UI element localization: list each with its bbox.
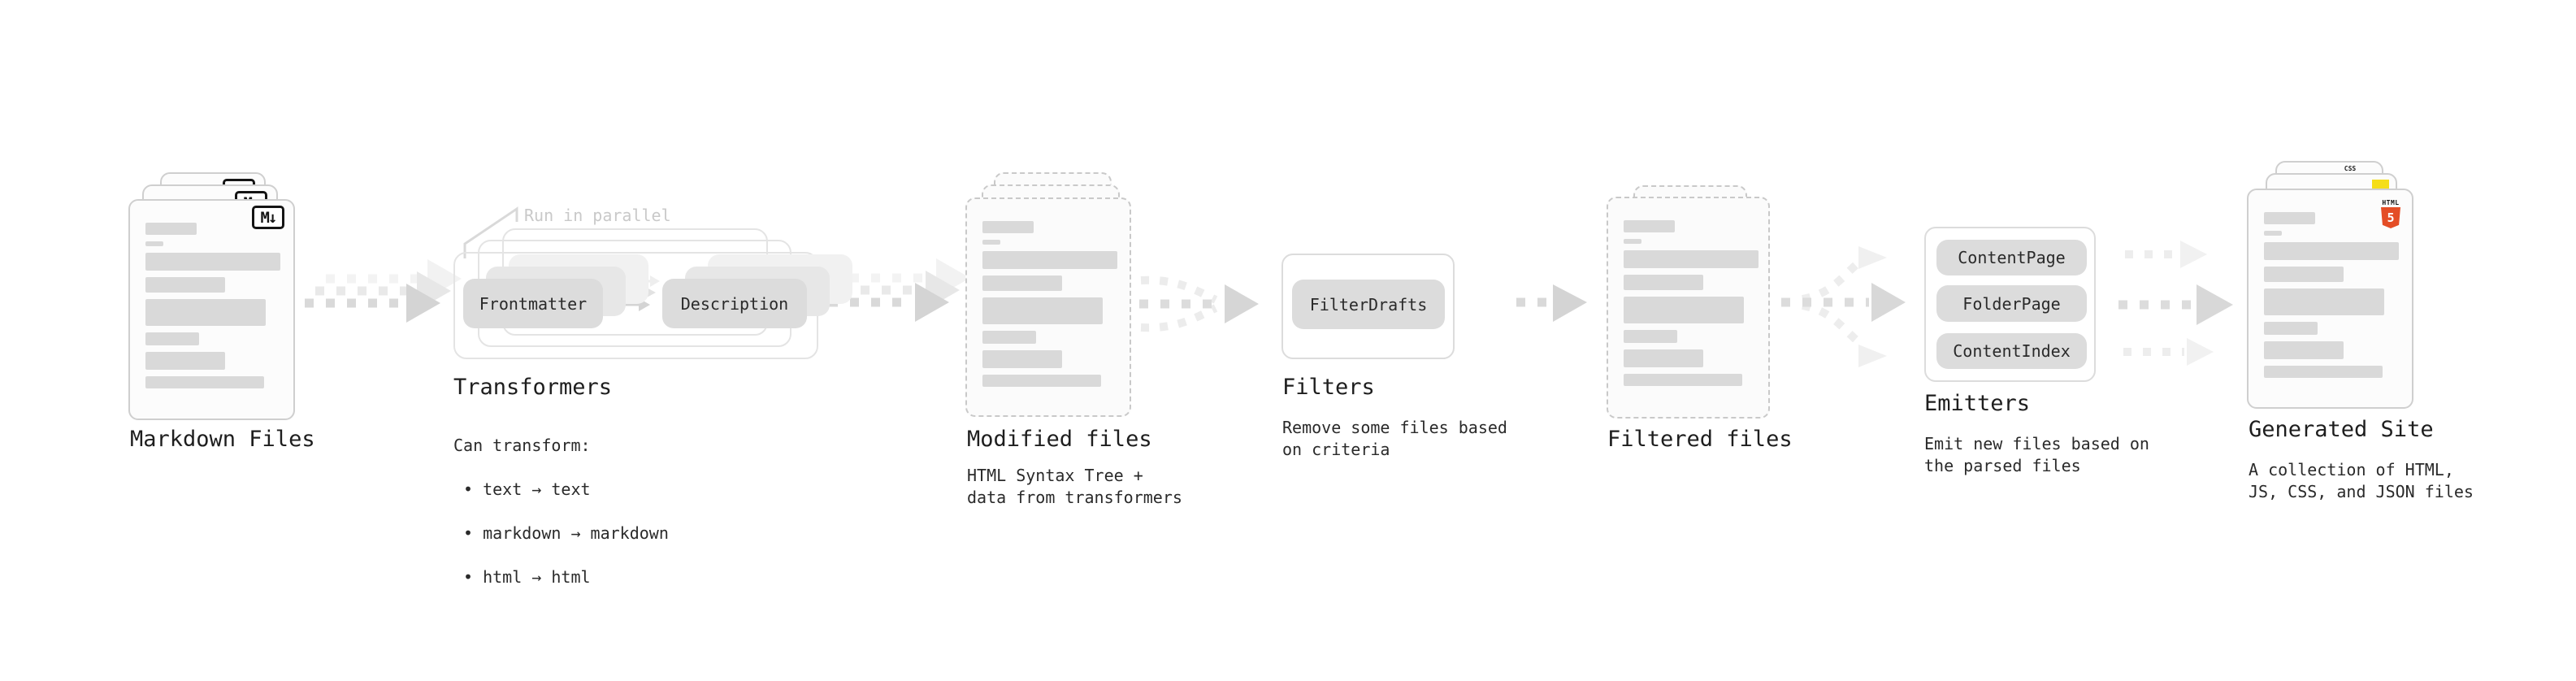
transformers-bullet: • markdown → markdown xyxy=(463,523,669,543)
text-placeholder-bar xyxy=(1624,349,1703,367)
transformers-description: Can transform: • text → text • markdown … xyxy=(453,413,669,610)
frontmatter-pill: Frontmatter xyxy=(463,279,603,328)
document-text-placeholder xyxy=(145,223,280,388)
css-icon-label: CSS xyxy=(2344,165,2357,172)
text-placeholder-bar xyxy=(982,350,1062,368)
html5-icon-label: HTML xyxy=(2382,199,2400,206)
text-placeholder-bar xyxy=(145,352,225,370)
text-placeholder-bar xyxy=(1624,239,1641,244)
text-placeholder-bar xyxy=(1624,220,1675,232)
modified-files-title: Modified files xyxy=(967,427,1152,452)
filters-subtitle: Remove some files based on criteria xyxy=(1282,418,1507,459)
text-placeholder-bar xyxy=(2264,267,2344,282)
emitters-box: ContentPage FolderPage ContentIndex xyxy=(1924,227,2096,382)
transformers-desc-heading: Can transform: xyxy=(453,436,591,455)
document-text-placeholder xyxy=(982,221,1117,387)
arrow-filtered-files-to-emitters xyxy=(1781,246,1906,367)
transformers-cluster: Frontmatter Description xyxy=(453,228,852,359)
text-placeholder-bar xyxy=(2264,231,2282,236)
filtered-file-card-front xyxy=(1607,197,1770,419)
text-placeholder-bar xyxy=(2264,242,2399,260)
run-in-parallel-note: Run in parallel xyxy=(524,206,671,225)
text-placeholder-bar xyxy=(982,331,1036,344)
generated-file-card-html: HTML 5 xyxy=(2247,189,2413,409)
text-placeholder-bar xyxy=(1624,297,1744,323)
text-placeholder-bar xyxy=(145,277,225,293)
text-placeholder-bar xyxy=(1624,250,1759,268)
text-placeholder-bar xyxy=(2264,288,2384,315)
text-placeholder-bar xyxy=(2264,322,2318,335)
generated-site-title: Generated Site xyxy=(2249,417,2434,442)
modified-files-stack xyxy=(965,172,1144,432)
text-placeholder-bar xyxy=(145,223,197,235)
transformers-bullet: • text → text xyxy=(463,479,591,499)
description-pill: Description xyxy=(662,279,807,328)
generated-site-stack: CSS HTML 5 xyxy=(2247,161,2434,421)
filters-title: Filters xyxy=(1282,375,1375,400)
text-placeholder-bar xyxy=(982,240,1000,245)
modified-files-subtitle: HTML Syntax Tree + data from transformer… xyxy=(967,466,1182,507)
text-placeholder-bar xyxy=(1624,330,1677,343)
markdown-files-stack: M↓ M↓ M↓ xyxy=(128,161,315,429)
arrow-filters-to-filtered-files xyxy=(1516,284,1587,322)
generated-site-subtitle: A collection of HTML, JS, CSS, and JSON … xyxy=(2249,460,2474,501)
contentpage-pill: ContentPage xyxy=(1936,240,2087,275)
transformers-title: Transformers xyxy=(453,375,613,400)
folderpage-pill: FolderPage xyxy=(1936,285,2087,322)
text-placeholder-bar xyxy=(982,297,1103,324)
html5-icon-shield: 5 xyxy=(2381,207,2400,228)
text-placeholder-bar xyxy=(2264,341,2344,359)
text-placeholder-bar xyxy=(982,251,1117,269)
text-placeholder-bar xyxy=(982,375,1101,387)
markdown-files-title: Markdown Files xyxy=(130,427,315,452)
filters-box: FilterDrafts xyxy=(1281,254,1455,359)
text-placeholder-bar xyxy=(1624,374,1742,386)
text-placeholder-bar xyxy=(982,275,1062,291)
arrow-transformers-to-modified-files xyxy=(829,258,970,322)
filterdrafts-pill: FilterDrafts xyxy=(1292,280,1445,329)
markdown-file-card-front: M↓ xyxy=(128,199,295,420)
arrow-emitters-to-generated-site xyxy=(2118,241,2233,366)
arrow-modified-files-to-filters xyxy=(1139,275,1259,332)
text-placeholder-bar xyxy=(145,299,266,326)
emitters-title: Emitters xyxy=(1924,391,2031,416)
text-placeholder-bar xyxy=(145,332,199,345)
text-placeholder-bar xyxy=(1624,275,1703,290)
modified-file-card-front xyxy=(965,197,1131,417)
text-placeholder-bar xyxy=(982,221,1034,233)
text-placeholder-bar xyxy=(2264,366,2383,378)
text-placeholder-bar xyxy=(2264,212,2315,224)
html5-icon: HTML 5 xyxy=(2380,199,2401,228)
text-placeholder-bar xyxy=(145,253,280,271)
filtered-files-stack xyxy=(1607,185,1785,429)
transformers-bullet: • html → html xyxy=(463,567,591,587)
contentindex-pill: ContentIndex xyxy=(1936,333,2087,369)
emitters-subtitle: Emit new files based on the parsed files xyxy=(1924,434,2149,475)
arrow-markdown-to-transformers xyxy=(305,259,462,323)
document-text-placeholder xyxy=(2264,212,2399,378)
run-in-parallel-leader-line xyxy=(463,206,518,258)
text-placeholder-bar xyxy=(145,241,163,246)
markdown-icon: M↓ xyxy=(252,206,284,229)
document-text-placeholder xyxy=(1624,220,1759,386)
filtered-files-title: Filtered files xyxy=(1607,427,1793,452)
text-placeholder-bar xyxy=(145,376,264,388)
